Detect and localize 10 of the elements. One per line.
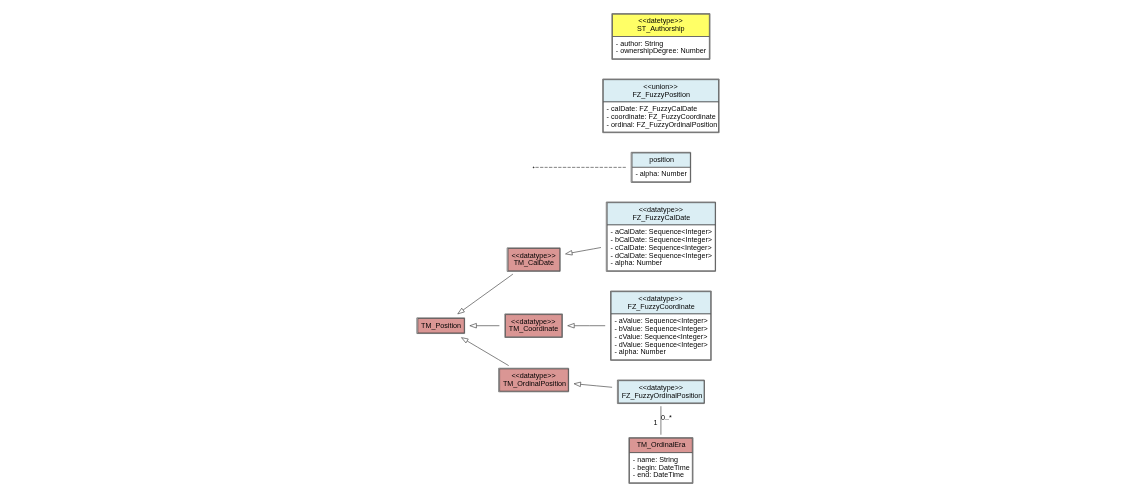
arrow: [469, 323, 500, 329]
label: 0..*: [660, 412, 672, 422]
arrow: [564, 247, 601, 256]
arrow: [460, 337, 509, 366]
label: 1: [652, 417, 657, 427]
arrow: [456, 273, 513, 315]
connector: [660, 405, 661, 436]
connector: [533, 167, 626, 168]
arrow: [573, 381, 612, 388]
arrow: [566, 323, 606, 329]
